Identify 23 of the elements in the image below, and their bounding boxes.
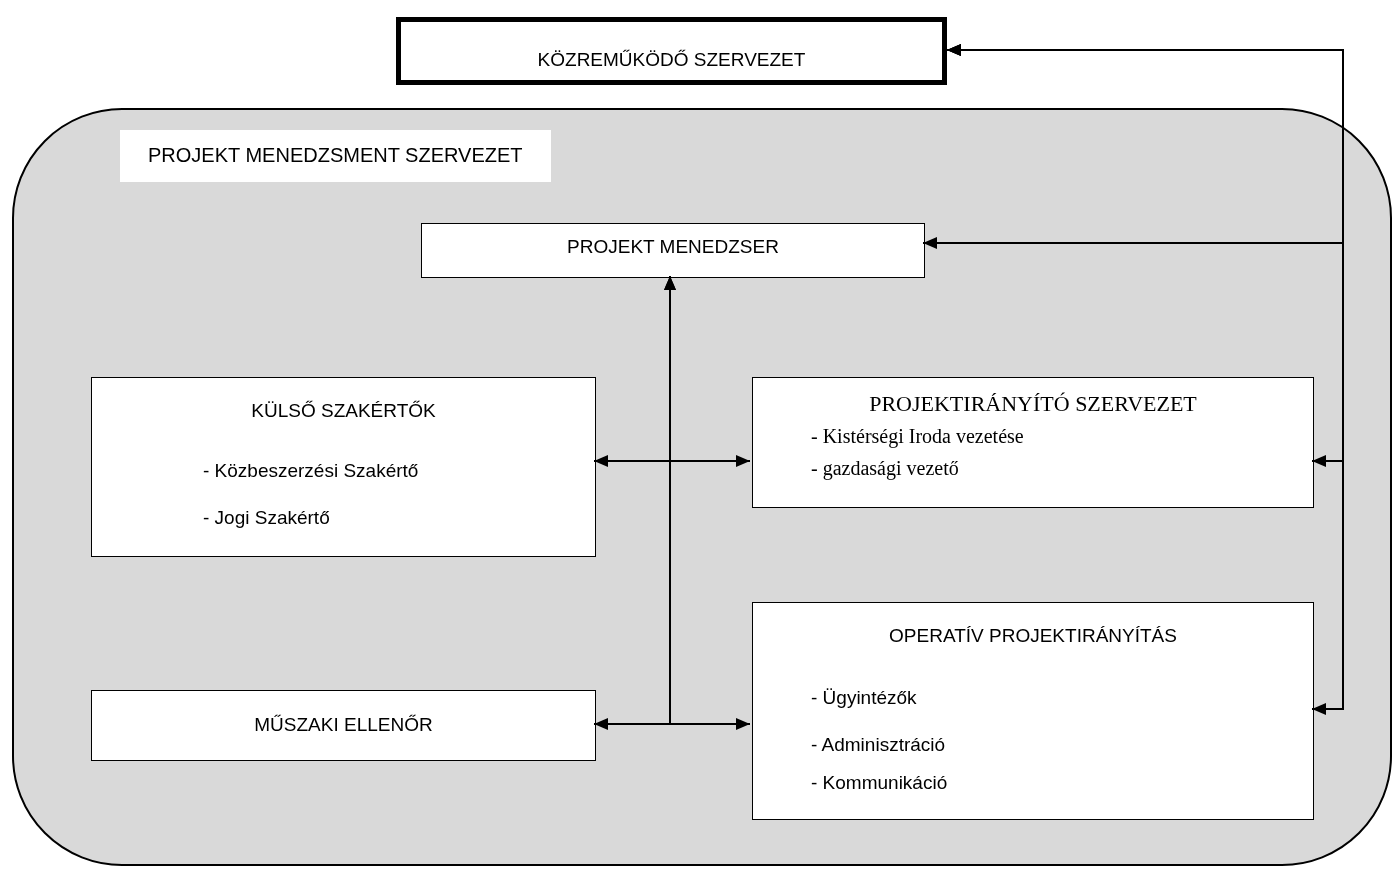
arrow bbox=[593, 455, 751, 467]
unit-box bbox=[752, 377, 1314, 508]
manager-box bbox=[421, 223, 925, 278]
list-item: - Adminisztráció bbox=[811, 734, 946, 756]
list-item: - Közbeszerzési Szakértő bbox=[203, 460, 419, 482]
box-title: OPERATÍV PROJEKTIRÁNYÍTÁS bbox=[888, 625, 1178, 647]
list-item: - gazdasági vezető bbox=[811, 457, 959, 480]
box-title: PROJEKTIRÁNYÍTÓ SZERVEZET bbox=[868, 391, 1198, 417]
unit-box bbox=[752, 602, 1314, 820]
heading-label: PROJEKT MENEDZSMENT SZERVEZET bbox=[120, 130, 551, 182]
list-item: - Kommunikáció bbox=[811, 772, 948, 794]
arrow bbox=[946, 44, 1344, 715]
unit-box bbox=[91, 690, 596, 761]
box-title: MŰSZAKI ELLENŐR bbox=[253, 714, 434, 736]
list-item: - Jogi Szakértő bbox=[203, 507, 330, 529]
box-title: KÜLSŐ SZAKÉRTŐK bbox=[250, 400, 437, 422]
box-title: PROJEKT MENEDZSER bbox=[566, 236, 780, 258]
list-item: - Ügyintézők bbox=[811, 687, 917, 709]
box-title: KÖZREMŰKÖDŐ SZERVEZET bbox=[536, 49, 807, 71]
organization-box bbox=[396, 17, 947, 85]
organization-area bbox=[12, 108, 1392, 866]
list-item: - Kistérségi Iroda vezetése bbox=[811, 425, 1024, 448]
unit-box bbox=[91, 377, 596, 557]
